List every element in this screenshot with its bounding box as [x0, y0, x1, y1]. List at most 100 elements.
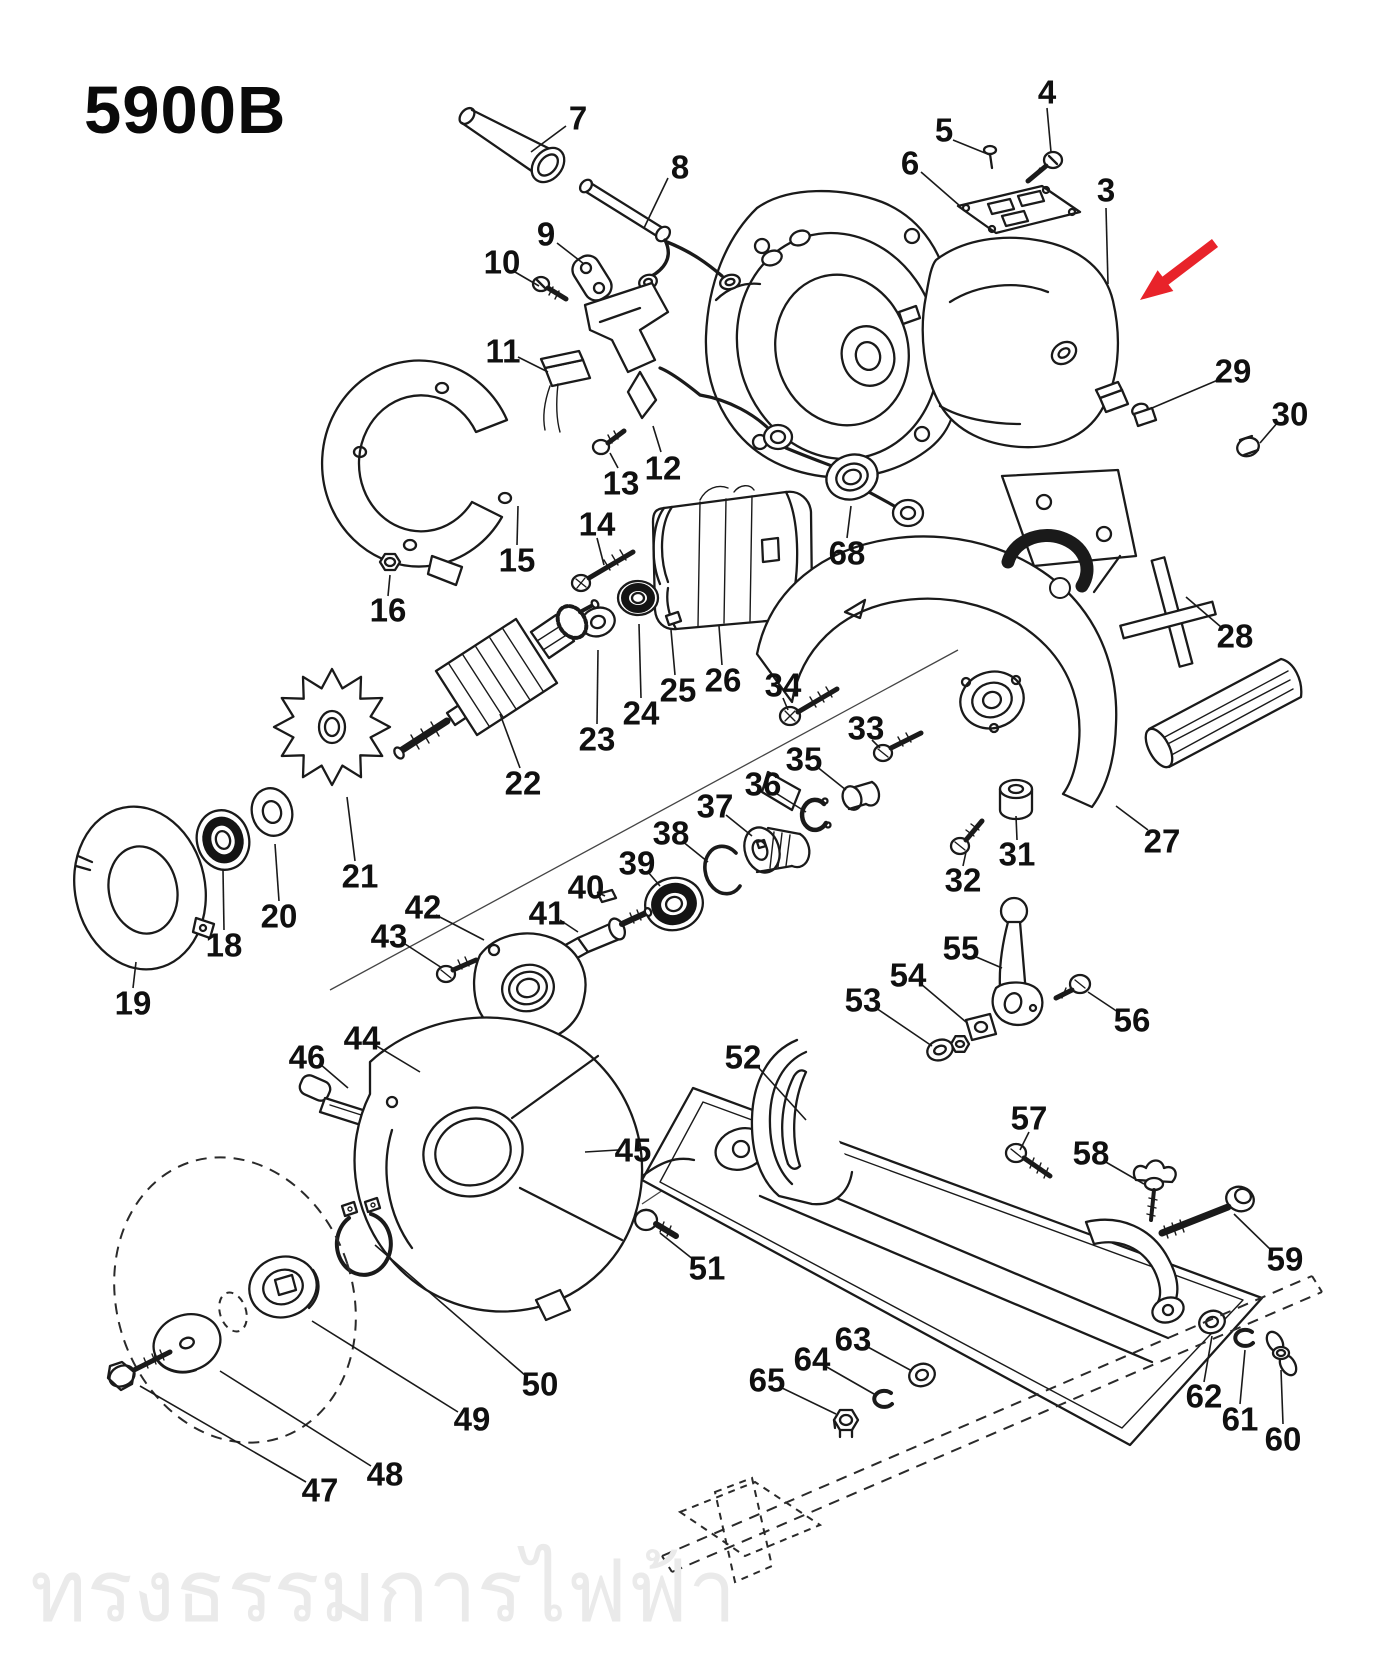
part-number-label: 46 [289, 1039, 326, 1076]
part-number-label: 33 [848, 710, 885, 747]
part-number-label: 31 [999, 836, 1036, 873]
part-number-label: 38 [653, 815, 690, 852]
part-65-hex-nut [832, 1408, 860, 1439]
leader-line [875, 1007, 933, 1047]
leader-line [1103, 1160, 1145, 1185]
part-number-label: 47 [302, 1472, 339, 1509]
part-34-screw [778, 686, 840, 727]
part-22-armature [393, 599, 600, 760]
part-60-wing-nut [1265, 1330, 1298, 1377]
leader-line [517, 356, 549, 373]
rear-handle-grip-drawing [1144, 657, 1303, 769]
leader-line [647, 871, 661, 887]
leader-line [1233, 1213, 1272, 1251]
part-68-lead-wire-unit [658, 366, 925, 528]
part-number-label: 11 [486, 333, 521, 370]
arrow-shaft [1157, 239, 1219, 289]
leader-line [1185, 596, 1222, 628]
part-number-label: 6 [901, 145, 919, 182]
leader-line [132, 961, 137, 989]
part-19-insulation-plate [73, 805, 216, 971]
part-31-bushing [998, 778, 1034, 821]
part-15-handle-cover [320, 359, 513, 587]
leader-line [311, 1320, 459, 1413]
leader-line [1259, 421, 1279, 444]
leader-line [222, 869, 225, 931]
part-23-washer [580, 606, 616, 638]
part-50-safety-cover [353, 1016, 644, 1322]
leader-line [846, 505, 852, 539]
part-28-wrench [1001, 529, 1217, 668]
gear-housing-drawing [704, 189, 958, 479]
leader-line [718, 625, 723, 666]
part-number-label: 13 [603, 465, 640, 502]
leader-line [920, 983, 967, 1023]
part-11-coil [539, 349, 592, 433]
leader-line [1151, 379, 1219, 409]
part-24-ball-bearing [616, 579, 660, 617]
part-number-label: 22 [505, 765, 542, 802]
leader-line [374, 1044, 421, 1073]
part-13-screw [591, 428, 627, 456]
leader-line [773, 791, 807, 813]
part-30-brush-cap [1236, 434, 1260, 458]
part-number-label: 35 [786, 741, 823, 778]
model-number-title: 5900B [84, 73, 287, 148]
leader-line [1019, 1131, 1030, 1151]
leader-line [920, 171, 961, 207]
leader-line [1115, 805, 1149, 831]
leader-line [1046, 107, 1052, 153]
leader-line [824, 1365, 875, 1395]
part-number-label: 44 [344, 1020, 381, 1057]
part-number-label: 10 [484, 244, 521, 281]
part-number-label: 5 [935, 112, 953, 149]
part-number-label: 63 [835, 1321, 872, 1358]
leader-line [652, 425, 662, 453]
leader-line [530, 125, 567, 153]
part-number-label: 52 [725, 1039, 762, 1076]
part-37-helical-gear [743, 826, 811, 874]
leader-line [756, 1065, 807, 1121]
part-39-ball-bearing [644, 876, 704, 932]
leader-line [401, 941, 443, 969]
part-4-screw [1025, 150, 1064, 184]
part-number-label: 23 [579, 721, 616, 758]
part-number-label: 19 [115, 985, 152, 1022]
part-number-label: 3 [1097, 172, 1115, 209]
part-number-label: 40 [568, 869, 605, 906]
part-number-label: 48 [367, 1456, 404, 1493]
part-number-label: 18 [206, 927, 243, 964]
leader-line [643, 177, 669, 229]
part-number-label: 54 [890, 957, 927, 994]
part-36-snap-ring [799, 797, 832, 833]
leader-line [1105, 207, 1109, 285]
part-number-label: 39 [619, 845, 656, 882]
part-number-label: 15 [499, 542, 536, 579]
leader-line [609, 452, 619, 469]
leader-line [952, 139, 991, 156]
leader-line [556, 242, 585, 265]
part-number-label: 32 [945, 862, 982, 899]
part-number-label: 37 [697, 788, 734, 825]
part-number-label: 56 [1114, 1002, 1151, 1039]
leader-line [659, 1232, 695, 1261]
leader-line [139, 1385, 307, 1483]
part-number-label: 27 [1144, 823, 1181, 860]
part-number-label: 65 [749, 1362, 786, 1399]
rip-fence-phantom [661, 1275, 1323, 1584]
part-16-nut [378, 552, 402, 572]
leader-line [1087, 991, 1119, 1013]
saw-blade-phantom [113, 1156, 357, 1444]
part-number-label: 24 [623, 695, 660, 732]
part-59-bolt [1158, 1185, 1255, 1239]
leader-line [871, 739, 881, 749]
part-5-screw [982, 144, 998, 170]
leader-line [782, 697, 789, 711]
part-62-washer [1198, 1309, 1226, 1335]
leader-line [779, 1386, 837, 1415]
part-number-label: 12 [645, 450, 682, 487]
leader-line [1015, 815, 1018, 841]
